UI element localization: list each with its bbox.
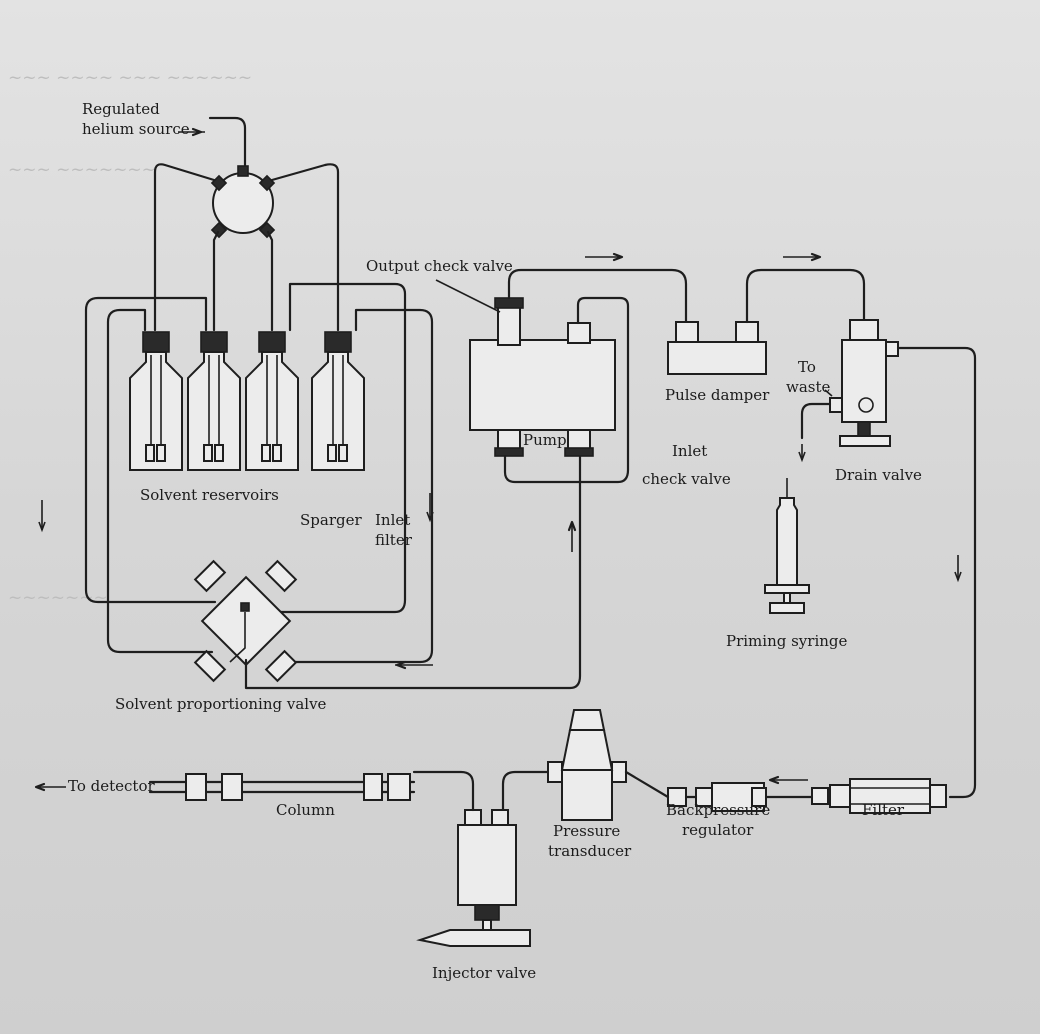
damper-to-drain-line — [747, 254, 864, 322]
pressure-transducer-label-line1: Pressure — [553, 822, 620, 840]
priming-syringe-label: Priming syringe — [726, 632, 847, 650]
pressure-transducer-label-line2: transducer — [548, 842, 631, 860]
injector-valve-label: Injector valve — [432, 964, 536, 982]
helium-source-label-line2: helium source — [82, 120, 190, 138]
inlet-check-valve-label-line1: Inlet — [672, 442, 707, 460]
to-detector-label: To detector — [68, 777, 155, 795]
helium-manifold — [212, 166, 274, 237]
inlet-filter-label-line1: Inlet — [375, 511, 410, 529]
reservoir-bottle — [246, 332, 298, 470]
inlet-check-valve-label-line2: check valve — [642, 470, 731, 488]
backpressure-regulator-label-line2: regulator — [682, 821, 753, 839]
to-waste-label-line1: To — [798, 358, 816, 376]
solvent-reservoirs-label: Solvent reservoirs — [140, 486, 279, 504]
pump-label: Pump — [523, 431, 567, 449]
drain-valve — [830, 320, 898, 446]
pulse-damper-label: Pulse damper — [665, 386, 769, 404]
to-waste-label-line2: waste — [786, 378, 830, 396]
solvent-proportioning-valve-label: Solvent proportioning valve — [115, 695, 326, 713]
drain-valve-label: Drain valve — [835, 466, 922, 484]
inlet-filter-label-line2: filter — [375, 531, 412, 549]
column-label: Column — [276, 801, 335, 819]
valve-to-pump-line — [246, 455, 580, 688]
solvent-reservoirs — [130, 332, 364, 470]
waste-line — [799, 390, 832, 460]
pump — [436, 280, 628, 482]
reservoir-bottle — [130, 332, 182, 470]
injector-valve — [414, 772, 530, 946]
pump-to-damper-line — [509, 254, 686, 322]
backpressure-regulator-label-line1: Backpressure — [666, 801, 770, 819]
output-check-valve-label: Output check valve — [366, 257, 513, 275]
priming-syringe — [765, 478, 809, 613]
reservoir-bottle — [188, 332, 240, 470]
sparger-label: Sparger — [300, 511, 362, 529]
reservoir-bottle — [312, 332, 364, 470]
helium-source-label-line1: Regulated — [82, 100, 160, 118]
filter-label: Filter — [862, 801, 904, 819]
pressure-transducer — [503, 710, 668, 820]
pulse-damper — [668, 322, 766, 374]
drain-to-filter-line — [898, 348, 975, 797]
